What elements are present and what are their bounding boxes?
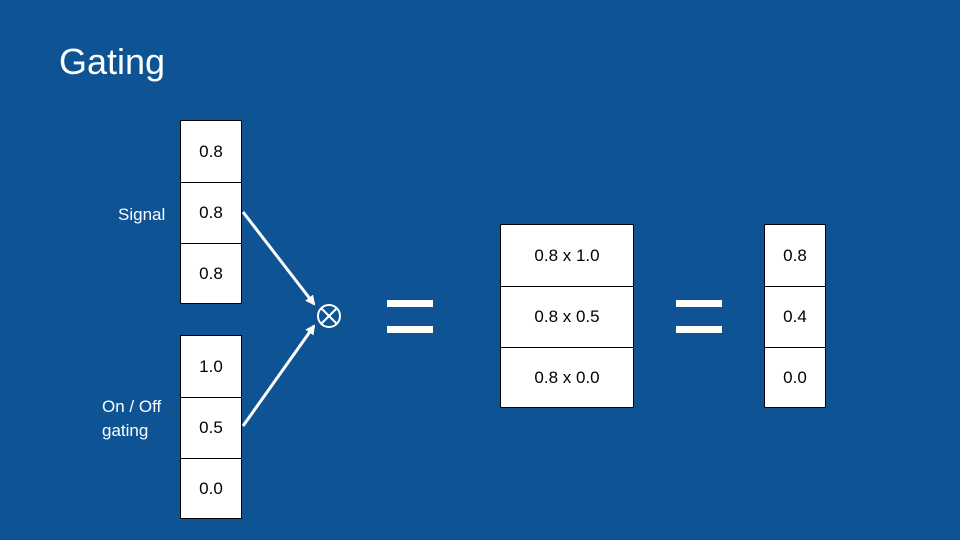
gate-cell: 1.0 [199,356,223,376]
signal-cell: 0.8 [181,243,241,304]
product-vector: 0.8 x 1.0 0.8 x 0.5 0.8 x 0.0 [500,224,634,408]
gate-vector: 1.0 0.5 0.0 [180,335,242,519]
result-cell: 0.8 [783,245,807,265]
signal-cell: 0.8 [199,141,223,161]
gate-cell: 0.5 [181,397,241,458]
gating-label-line1: On / Off [102,397,162,416]
signal-cell: 0.8 [181,182,241,243]
equals-sign [387,300,433,334]
result-vector: 0.8 0.4 0.0 [764,224,826,408]
product-cell: 0.8 x 1.0 [534,245,600,265]
result-cell: 0.4 [765,286,825,347]
gate-cell: 0.0 [181,458,241,519]
result-cell: 0.0 [765,347,825,408]
equals-sign [676,300,722,334]
signal-vector: 0.8 0.8 0.8 [180,120,242,304]
signal-arrow [241,211,316,306]
signal-label: Signal [118,205,166,224]
slide-title: Gating [59,41,166,82]
gate-arrow [241,324,316,427]
product-cell: 0.8 x 0.0 [501,347,633,408]
gating-label-line2: gating [102,421,149,440]
product-cell: 0.8 x 0.5 [501,286,633,347]
circled-times-icon [317,304,341,328]
